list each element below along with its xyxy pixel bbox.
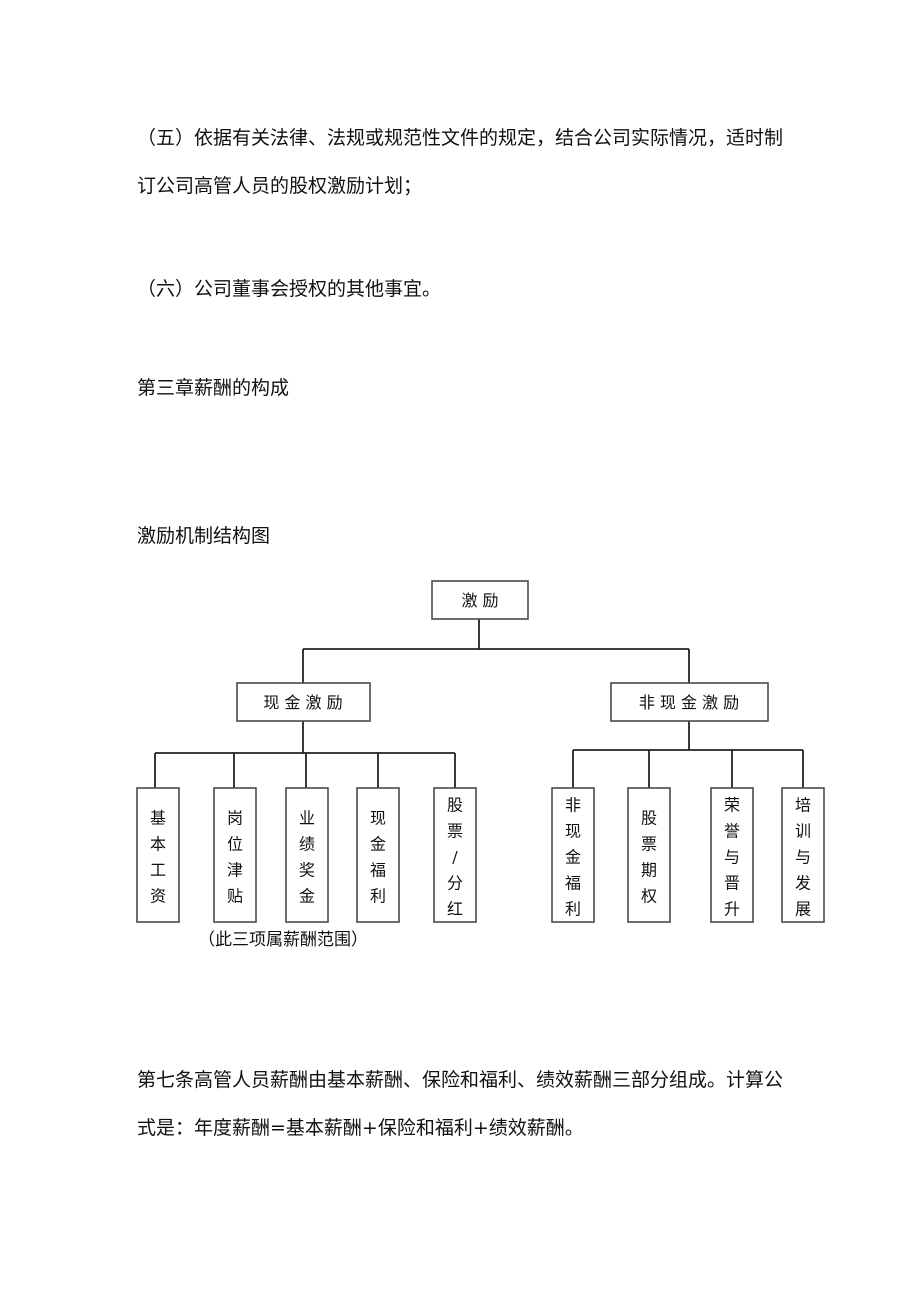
leaf-node-training-development: 培训与发展 <box>781 787 825 923</box>
leaf-node-label: 股票/分红 <box>447 795 463 918</box>
leaf-node-performance-bonus: 业绩奖金 <box>285 787 329 923</box>
leaf-node-label: 荣誉与晋升 <box>724 795 740 918</box>
chapter-title: 第三章薪酬的构成 <box>137 377 290 399</box>
leaf-node-stock-dividend: 股票/分红 <box>433 787 477 923</box>
incentive-structure-diagram: 激 励 现 金 激 励 非 现 金 激 励 基本工资 岗位津贴 业绩奖金 现金福… <box>136 580 825 950</box>
leaf-node-label: 岗位津贴 <box>227 808 243 905</box>
paragraph-item-5: （五）依据有关法律、法规或规范性文件的规定，结合公司实际情况，适时制订公司高管人… <box>137 127 784 197</box>
diagram-title: 激励机制结构图 <box>137 525 271 547</box>
leaf-node-label: 非现金福利 <box>565 795 581 918</box>
connector-lines <box>154 619 804 788</box>
salary-scope-note: （此三项属薪酬范围） <box>198 930 368 950</box>
root-node-label: 激 励 <box>461 591 498 610</box>
leaf-node-stock-options: 股票期权 <box>627 787 671 923</box>
leaf-node-label: 业绩奖金 <box>299 808 315 905</box>
leaf-node-label: 现金福利 <box>370 808 386 905</box>
branch-node-cash: 现 金 激 励 <box>236 682 371 722</box>
article-7-paragraph: 第七条高管人员薪酬由基本薪酬、保险和福利、绩效薪酬三部分组成。计算公式是：年度薪… <box>137 1069 784 1139</box>
leaf-node-position-allowance: 岗位津贴 <box>213 787 257 923</box>
leaf-node-noncash-welfare: 非现金福利 <box>551 787 595 923</box>
leaf-node-label: 培训与发展 <box>795 795 811 918</box>
paragraph-item-6: （六）公司董事会授权的其他事宜。 <box>137 278 442 300</box>
leaf-node-base-salary: 基本工资 <box>136 787 180 923</box>
branch-node-cash-label: 现 金 激 励 <box>263 693 342 712</box>
branch-node-noncash: 非 现 金 激 励 <box>610 682 769 722</box>
leaf-node-cash-welfare: 现金福利 <box>356 787 400 923</box>
leaf-node-label: 股票期权 <box>641 808 657 905</box>
branch-node-noncash-label: 非 现 金 激 励 <box>639 693 739 712</box>
leaf-node-label: 基本工资 <box>150 808 166 905</box>
leaf-node-honor-promotion: 荣誉与晋升 <box>710 787 754 923</box>
root-node: 激 励 <box>431 580 529 620</box>
